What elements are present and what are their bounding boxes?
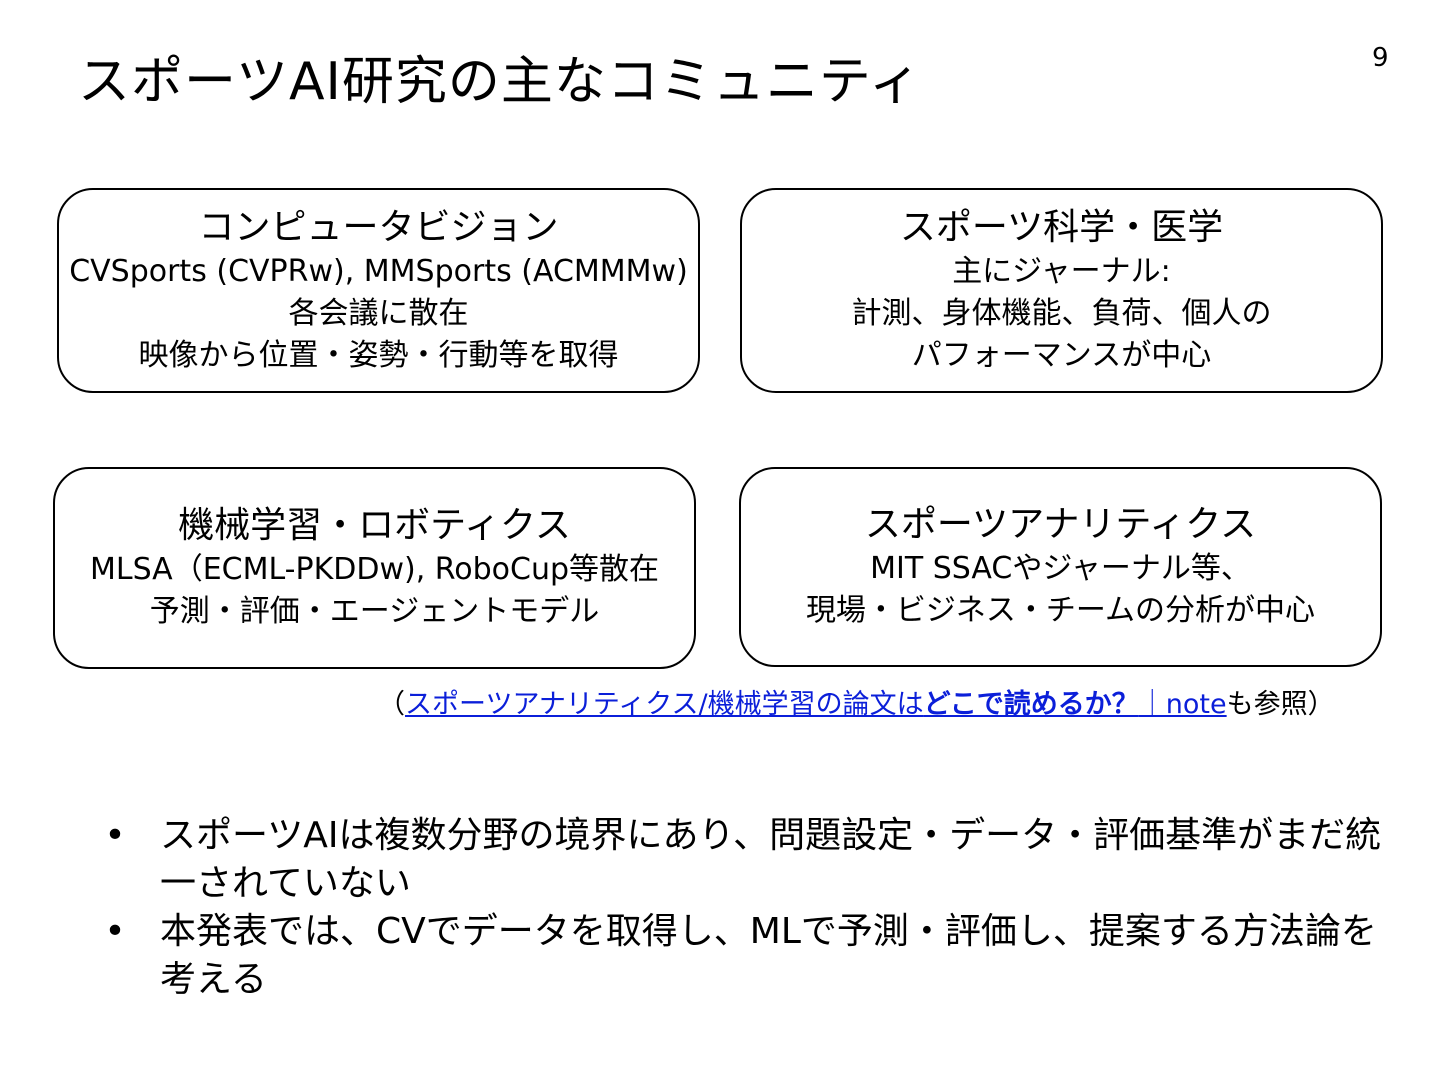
reference-link-tail-text: ｜note xyxy=(1138,689,1227,720)
page-number: 9 xyxy=(1372,43,1389,73)
reference-note: （スポーツアナリティクス/機械学習の論文はどこで読めるか？｜noteも参照） xyxy=(378,686,1335,724)
community-box-machine-learning: 機械学習・ロボティクス MLSA（ECML-PKDDw), RoboCup等散在… xyxy=(53,467,696,669)
box-title: コンピュータビジョン xyxy=(198,206,559,248)
bullet-item: • スポーツAIは複数分野の境界にあり、問題設定・データ・評価基準がまだ統一され… xyxy=(100,812,1390,908)
box-line: CVSports (CVPRw), MMSports (ACMMMw) xyxy=(69,253,688,289)
box-line: 計測、身体機能、負荷、個人の xyxy=(851,295,1272,331)
box-line: 主にジャーナル: xyxy=(952,253,1171,289)
box-line: MLSA（ECML-PKDDw), RoboCup等散在 xyxy=(89,552,660,587)
reference-link[interactable]: スポーツアナリティクス/機械学習の論文はどこで読めるか？｜note xyxy=(405,689,1227,720)
bullet-marker: • xyxy=(104,911,126,952)
bullet-list: • スポーツAIは複数分野の境界にあり、問題設定・データ・評価基準がまだ統一され… xyxy=(100,812,1390,1004)
community-box-sports-science: スポーツ科学・医学 主にジャーナル: 計測、身体機能、負荷、個人の パフォーマン… xyxy=(740,188,1383,393)
bullet-text: 本発表では、CVでデータを取得し、MLで予測・評価し、提案する方法論を考える xyxy=(160,911,1377,1000)
box-line: 各会議に散在 xyxy=(288,295,469,331)
community-box-sports-analytics: スポーツアナリティクス MIT SSACやジャーナル等、 現場・ビジネス・チーム… xyxy=(739,467,1382,667)
box-line: 現場・ビジネス・チームの分析が中心 xyxy=(805,593,1316,628)
reference-open-paren: （ xyxy=(378,689,405,720)
box-line: MIT SSACやジャーナル等、 xyxy=(870,551,1251,586)
bullet-text: スポーツAIは複数分野の境界にあり、問題設定・データ・評価基準がまだ統一されてい… xyxy=(160,815,1382,904)
bullet-item: • 本発表では、CVでデータを取得し、MLで予測・評価し、提案する方法論を考える xyxy=(100,908,1390,1004)
slide-title: スポーツAI研究の主なコミュニティ xyxy=(78,52,922,112)
reference-suffix: も参照） xyxy=(1226,689,1335,720)
box-line: 映像から位置・姿勢・行動等を取得 xyxy=(138,337,619,373)
community-box-computer-vision: コンピュータビジョン CVSports (CVPRw), MMSports (A… xyxy=(57,188,700,393)
box-title: 機械学習・ロボティクス xyxy=(178,505,571,546)
box-line: 予測・評価・エージェントモデル xyxy=(149,594,600,629)
bullet-marker: • xyxy=(104,815,126,856)
reference-link-bold-text: どこで読めるか？ xyxy=(923,689,1139,720)
box-line: パフォーマンスが中心 xyxy=(911,337,1212,373)
box-title: スポーツ科学・医学 xyxy=(899,206,1224,248)
reference-link-text: スポーツアナリティクス/機械学習の論文は xyxy=(405,689,924,720)
box-title: スポーツアナリティクス xyxy=(864,504,1257,545)
